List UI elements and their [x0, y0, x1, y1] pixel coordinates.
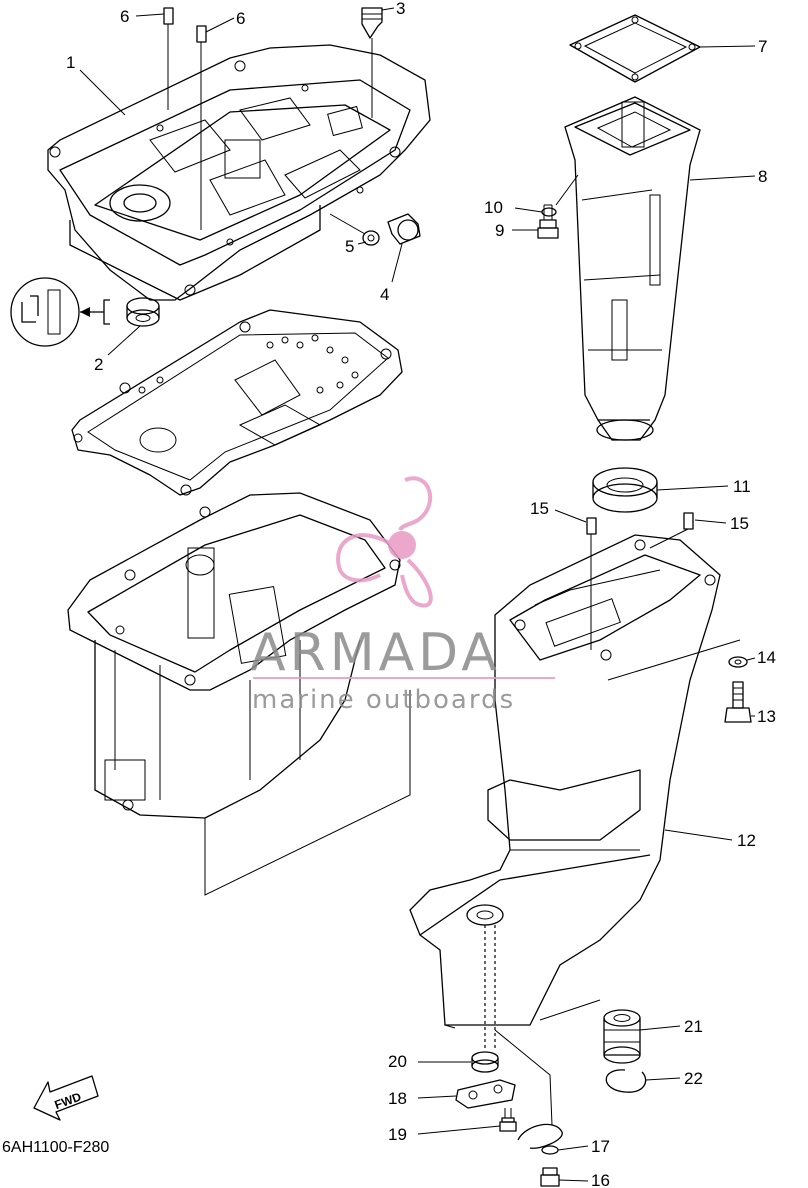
callout-21: 21: [639, 1017, 703, 1036]
armada-watermark: ARMADA marine outboards: [250, 476, 555, 715]
callout-17: 17: [557, 1137, 610, 1156]
callout-label: 3: [396, 0, 405, 18]
callout-label: 17: [591, 1137, 610, 1156]
callout-label: 6: [120, 7, 129, 26]
callout-label: 2: [94, 355, 103, 374]
callout-label: 7: [758, 37, 767, 56]
callout-label: 22: [684, 1069, 703, 1088]
callout-label: 5: [345, 237, 354, 256]
callout-11: 11: [656, 477, 751, 496]
washer-part-5: [329, 213, 380, 246]
exhaust-guide-part-8: [564, 96, 701, 441]
callout-label: 14: [757, 648, 776, 667]
lower-casing: [67, 492, 411, 896]
diagram-code: 6AH1100-F280: [2, 1139, 109, 1156]
callout-18: 18: [388, 1089, 457, 1108]
callout-label: 10: [484, 198, 503, 217]
callout-6-right: 6: [205, 9, 245, 33]
callout-3: 3: [381, 0, 405, 18]
callout-label: 1: [66, 53, 75, 72]
callout-2: 2: [94, 325, 141, 374]
callout-8: 8: [689, 167, 767, 186]
callout-10: 10: [484, 198, 543, 217]
callout-4: 4: [380, 243, 403, 304]
callout-13: 13: [751, 707, 776, 726]
callout-label: 13: [757, 707, 776, 726]
callout-22: 22: [645, 1069, 703, 1088]
grommet-part-3: [361, 7, 383, 118]
dowel-pin-part-15-right: [649, 512, 694, 549]
callout-label: 11: [733, 477, 751, 496]
drain-bolt-part-4: [387, 213, 421, 245]
gasket-part-7: [569, 14, 701, 83]
callout-label: 8: [758, 167, 767, 186]
callout-7: 7: [699, 37, 767, 56]
callout-12: 12: [664, 829, 756, 850]
seal-part-11: [592, 467, 658, 513]
callout-label: 9: [495, 221, 504, 240]
callout-label: 21: [684, 1017, 703, 1036]
callout-16: 16: [558, 1171, 610, 1188]
callout-14: 14: [746, 648, 776, 667]
propeller-logo-icon: [336, 476, 433, 608]
callout-label: 20: [388, 1052, 407, 1071]
bolt-part-16: [540, 1167, 560, 1187]
callout-label: 15: [730, 514, 749, 533]
washer-part-14: [728, 656, 748, 668]
callout-6-left: 6: [120, 7, 165, 26]
plate-part-18: [455, 1079, 516, 1109]
callout-15-right: 15: [694, 514, 749, 533]
grommet-part-20: [471, 1051, 499, 1073]
fwd-label: FWD: [53, 1089, 84, 1112]
screw-part-19: [499, 1108, 517, 1132]
watermark-brand: ARMADA: [250, 623, 501, 683]
callout-label: 6: [236, 9, 245, 28]
callout-5: 5: [345, 237, 367, 256]
callout-label: 19: [388, 1125, 407, 1144]
callout-20: 20: [388, 1052, 471, 1071]
circlip-part-22: [605, 1069, 647, 1093]
washer-part-10: [541, 174, 579, 217]
fwd-arrow-icon: FWD: [33, 1075, 99, 1121]
dowel-pin-part-15-left: [586, 517, 597, 650]
oil-seal-part-2: [126, 297, 160, 327]
seal-orientation-inset: [10, 277, 110, 347]
upper-gasket: [71, 309, 403, 496]
callout-label: 16: [591, 1171, 610, 1188]
callout-label: 18: [388, 1089, 407, 1108]
plug-part-21: [603, 1009, 641, 1064]
callout-label: 4: [380, 285, 389, 304]
upper-casing-part-1: [47, 44, 431, 301]
bolt-part-13: [724, 681, 752, 723]
callout-15-left: 15: [530, 499, 587, 523]
callout-9: 9: [495, 221, 538, 240]
bolt-part-9: [537, 204, 559, 239]
callout-label: 15: [530, 499, 549, 518]
dashed-alignment: [484, 925, 553, 1126]
clip-part-17: [517, 1123, 563, 1155]
watermark-tagline: marine outboards: [252, 685, 515, 715]
callout-label: 12: [737, 831, 756, 850]
dowel-pin-part-6-right: [196, 25, 207, 230]
dowel-pin-part-6-left: [163, 7, 174, 110]
callout-19: 19: [388, 1125, 501, 1144]
callout-1: 1: [66, 53, 126, 116]
upper-casing-part-12: [409, 534, 741, 1029]
